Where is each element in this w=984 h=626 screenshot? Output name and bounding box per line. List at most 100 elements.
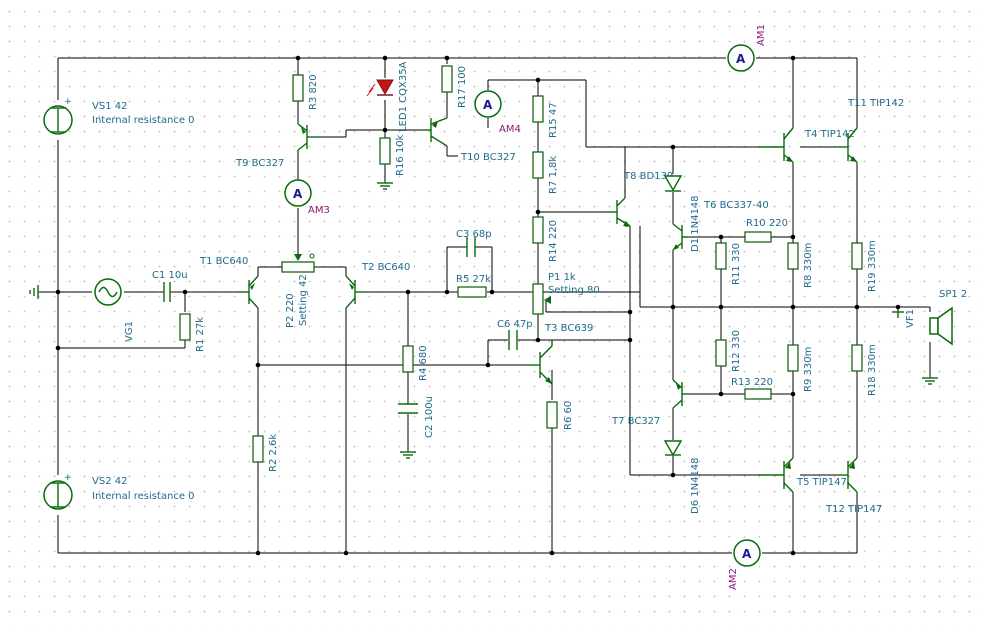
r5-label: R5 27k xyxy=(456,274,491,285)
t12-label: T12 TIP147 xyxy=(825,504,882,515)
potentiometer-p2 xyxy=(281,253,315,273)
resistor-r15 xyxy=(532,95,544,123)
vs1-detail: Internal resistance 0 xyxy=(92,115,195,126)
diode-d6 xyxy=(663,440,683,457)
d6-label: D6 1N4148 xyxy=(690,457,701,514)
vs1-label: VS1 42 xyxy=(92,101,127,112)
resistor-r14 xyxy=(532,216,544,244)
transistor-t11 xyxy=(838,127,858,163)
transistor-t10 xyxy=(420,117,448,147)
resistor-r13 xyxy=(744,388,772,400)
r4-label: R4 680 xyxy=(418,345,429,381)
am2-label: AM2 xyxy=(728,568,739,590)
vs2-detail: Internal resistance 0 xyxy=(92,491,195,502)
vg1-label: VG1 xyxy=(124,321,135,342)
resistor-r17 xyxy=(441,65,453,93)
r10-label: R10 220 xyxy=(746,218,788,229)
ammeter-am3: A xyxy=(284,179,312,207)
t9-label: T9 BC327 xyxy=(235,158,284,169)
t8-label: T8 BD139 xyxy=(623,171,673,182)
capacitor-c1 xyxy=(157,282,176,302)
t3-label: T3 BC639 xyxy=(544,323,593,334)
transistor-t2 xyxy=(345,275,366,309)
d1-label: D1 1N4148 xyxy=(690,195,701,252)
transistor-t7 xyxy=(672,379,688,409)
c3-label: C3 68p xyxy=(456,229,492,240)
r13-label: R13 220 xyxy=(731,377,773,388)
resistor-r18 xyxy=(851,344,863,372)
r2-label: R2 2,6k xyxy=(268,434,279,472)
p2-setting: Setting 42 xyxy=(298,274,309,326)
led-led1 xyxy=(366,79,394,97)
resistor-r16 xyxy=(379,137,391,165)
r17-label: R17 100 xyxy=(457,66,468,108)
r18-label: R18 330m xyxy=(867,344,878,396)
transistor-t3 xyxy=(528,340,553,385)
transistor-t9 xyxy=(297,123,318,151)
am4-label: AM4 xyxy=(499,124,521,135)
signal-generator-vg1 xyxy=(94,278,122,306)
resistor-r6 xyxy=(546,401,558,429)
transistor-t1 xyxy=(238,275,259,309)
r19-label: R19 330m xyxy=(867,240,878,292)
resistor-r19 xyxy=(851,242,863,270)
speaker-sp1 xyxy=(929,306,953,346)
r6-label: R6 60 xyxy=(563,401,574,430)
resistor-r9 xyxy=(787,344,799,372)
resistor-r10 xyxy=(744,231,772,243)
transistor-t4 xyxy=(758,127,794,163)
resistor-r7 xyxy=(532,151,544,179)
transistor-t5 xyxy=(758,457,794,493)
am3-label: AM3 xyxy=(308,205,330,216)
t7-label: T7 BC327 xyxy=(611,416,660,427)
r11-label: R11 330 xyxy=(731,243,742,285)
c1-label: C1 10u xyxy=(152,270,188,281)
t11-label: T11 TIP142 xyxy=(847,98,904,109)
c6-label: C6 47p xyxy=(497,319,533,330)
resistor-r12 xyxy=(715,339,727,367)
resistor-r8 xyxy=(787,242,799,270)
transistor-t12 xyxy=(838,457,858,493)
t2-label: T2 BC640 xyxy=(361,262,410,273)
r16-label: R16 10k xyxy=(395,134,406,176)
r15-label: R15 47 xyxy=(548,102,559,138)
vs2-label: VS2 42 xyxy=(92,476,127,487)
r12-label: R12 330 xyxy=(731,330,742,372)
am2-letter: A xyxy=(742,547,752,561)
r9-label: R9 330m xyxy=(803,347,814,392)
ammeter-am4: A xyxy=(474,90,502,118)
t5-label: T5 TIP147 xyxy=(796,477,847,488)
resistor-r4 xyxy=(402,345,414,373)
sp1-label: SP1 2 xyxy=(939,289,967,300)
resistor-r2 xyxy=(252,435,264,463)
voltage-source-vs2: + xyxy=(43,473,73,510)
t4-label: T4 TIP142 xyxy=(804,129,855,140)
r8-label: R8 330m xyxy=(803,243,814,288)
t6-label: T6 BC337-40 xyxy=(703,200,769,211)
r3-label: R3 820 xyxy=(308,74,319,110)
resistor-r1 xyxy=(179,313,191,341)
led1-label: LED1 CQX35A xyxy=(398,61,409,132)
am3-letter: A xyxy=(293,187,303,201)
capacitor-c2 xyxy=(398,403,418,414)
ammeter-am1: A xyxy=(727,44,755,72)
am4-letter: A xyxy=(483,98,493,112)
voltage-probe-vf1 xyxy=(892,311,904,318)
potentiometer-p1 xyxy=(532,283,551,315)
resistor-r3 xyxy=(292,74,304,102)
c2-label: C2 100u xyxy=(424,396,435,438)
p2-label: P2 220 xyxy=(285,293,296,328)
ground-symbol-left xyxy=(29,285,39,299)
capacitor-c6 xyxy=(508,330,518,350)
am1-letter: A xyxy=(736,52,746,66)
vs2-plus: + xyxy=(64,473,72,483)
ground-symbol-c2 xyxy=(400,451,416,459)
t1-label: T1 BC640 xyxy=(199,256,248,267)
ground-symbol-speaker xyxy=(922,377,938,385)
ammeter-am2: A xyxy=(733,539,761,567)
t10-label: T10 BC327 xyxy=(460,152,516,163)
p1-setting: Setting 80 xyxy=(548,285,600,296)
transistor-t6 xyxy=(672,223,688,251)
am1-label: AM1 xyxy=(756,24,767,46)
r7-label: R7 1,8k xyxy=(548,156,559,194)
